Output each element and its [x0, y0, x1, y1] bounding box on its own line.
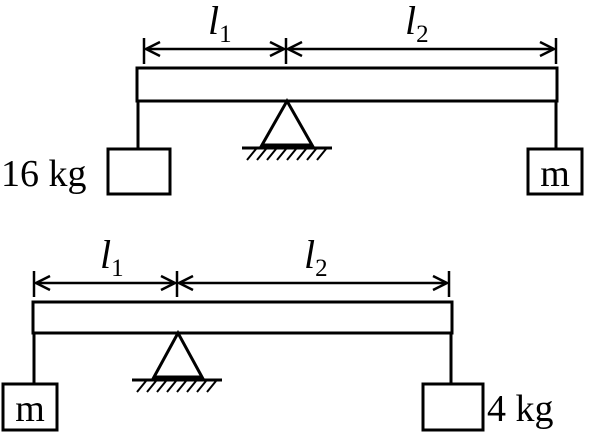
- top-l2-label: l2: [405, 0, 429, 48]
- arrowhead: [143, 40, 161, 58]
- bottom-dimension-l1: [32, 271, 179, 297]
- ground-hatching: [246, 148, 327, 161]
- bottom-l2-label: l2: [304, 232, 328, 282]
- bottom-dimension-l2: [176, 271, 451, 297]
- bottom-right-mass-box: [421, 382, 485, 432]
- top-l1-label: l1: [208, 0, 232, 48]
- top-dimension-l1: [142, 38, 288, 64]
- arrowhead: [160, 274, 178, 292]
- top-left-mass-box: [106, 147, 172, 196]
- bottom-right-mass-label: 4 kg: [487, 388, 554, 430]
- arrowhead: [33, 274, 51, 292]
- top-left-mass-label: 16 kg: [1, 153, 87, 195]
- top-beam: [135, 66, 559, 103]
- top-lever: l1 l2 16 kg m: [1, 0, 584, 196]
- bottom-fulcrum: [132, 329, 222, 393]
- top-right-mass-box: [526, 147, 584, 196]
- top-dimension-l2: [285, 38, 558, 64]
- bottom-left-mass-label: m: [15, 388, 45, 430]
- bottom-lever: l1 l2 m 4 kg: [1, 232, 554, 432]
- arrowhead: [285, 40, 303, 58]
- arrowhead: [432, 274, 450, 292]
- top-right-mass-label: m: [540, 153, 570, 195]
- arrowhead: [539, 40, 557, 58]
- arrowhead: [269, 40, 287, 58]
- bottom-l1-label: l1: [100, 232, 124, 282]
- bottom-left-mass-box: [1, 382, 59, 432]
- bottom-beam: [31, 300, 454, 335]
- top-fulcrum: [242, 97, 332, 161]
- ground-hatching: [136, 380, 217, 393]
- arrowhead: [176, 274, 194, 292]
